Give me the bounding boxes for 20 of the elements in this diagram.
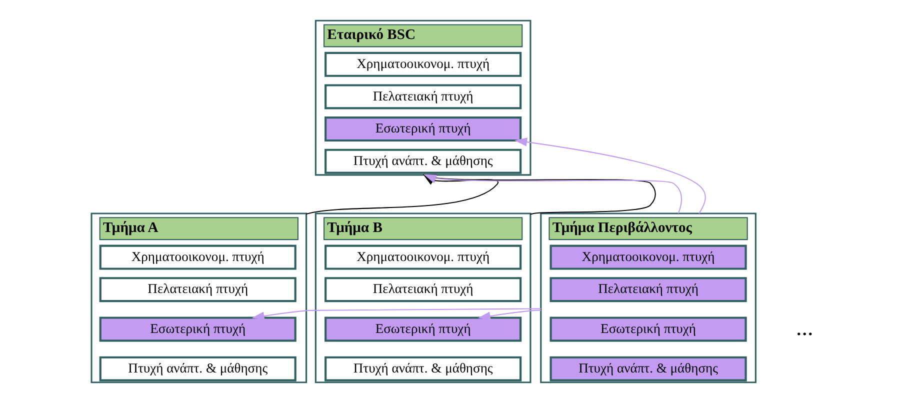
node-box: Πελατειακή πτυχή [98, 277, 296, 302]
node-box: Εσωτερική πτυχή [324, 316, 522, 342]
node-box: Χρηματοοικονομ. πτυχή [549, 244, 746, 270]
node-box: Εσωτερική πτυχή [324, 116, 522, 142]
node-box: Πελατειακή πτυχή [324, 277, 522, 302]
node-box: Πτυχή ανάπτ. & μάθησης [324, 148, 522, 174]
node-box: Πτυχή ανάπτ. & μάθησης [324, 356, 522, 382]
node-box: Πελατειακή πτυχή [324, 84, 522, 110]
node-box: Πτυχή ανάπτ. & μάθησης [549, 356, 746, 382]
node-box: Χρηματοοικονομ. πτυχή [98, 244, 296, 270]
node-box: Χρηματοοικονομ. πτυχή [324, 52, 522, 77]
arrow [251, 308, 540, 320]
node-box: Εσωτερική πτυχή [549, 316, 746, 342]
label: ... [796, 315, 813, 340]
node-box: Πελατειακή πτυχή [549, 277, 746, 302]
node-box: Πτυχή ανάπτ. & μάθησης [98, 356, 296, 382]
arrow [477, 310, 540, 320]
node-box: Εσωτερική πτυχή [98, 316, 296, 342]
node-box: Χρηματοοικονομ. πτυχή [324, 244, 522, 270]
arrow [514, 138, 706, 214]
